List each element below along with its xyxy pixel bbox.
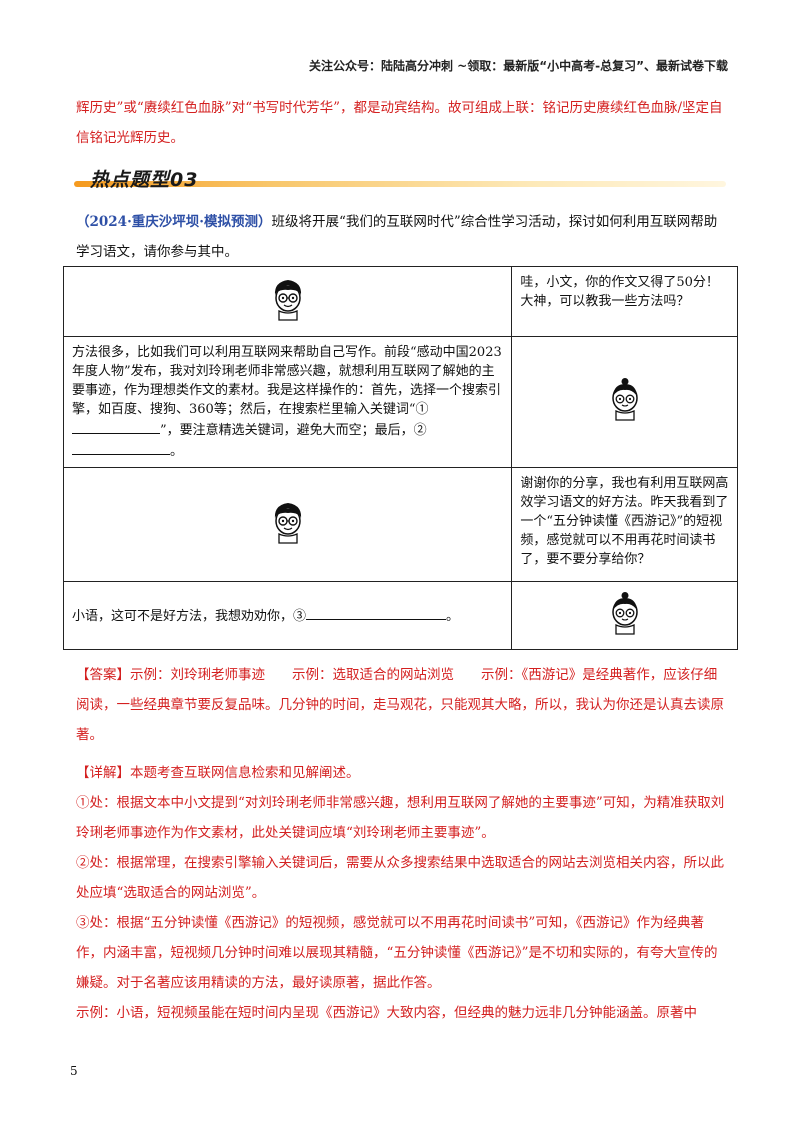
bubble-text: ”，要注意精选关键词，避免大而空；最后，② <box>160 423 427 438</box>
question-text: 班级将开展“我们的互联网时代”综合性学习活动，探讨如何利用互联网帮助学习语文，请… <box>76 214 718 260</box>
detail-intro: 【详解】本题考查互联网信息检索和见解阐述。 <box>76 758 726 788</box>
avatar-cell <box>511 336 738 468</box>
dialog-bubble: 小语，这可不是好方法，我想劝劝你，③ 。 <box>62 581 513 650</box>
bubble-text: 小语，这可不是好方法，我想劝劝你，③ <box>72 609 307 624</box>
dialog-bubble: 方法很多，比如我们可以利用互联网来帮助自己写作。前段“感动中国2023年度人物”… <box>62 336 513 468</box>
avatar-cell <box>62 467 513 582</box>
detail-paragraph-4: 示例：小语，短视频虽能在短时间内呈现《西游记》大致内容，但经典的魅力远非几分钟能… <box>76 1005 697 1021</box>
bubble-text: 。 <box>446 609 460 624</box>
section-title: 热点题型03 <box>90 169 199 191</box>
bubble-text: 方法很多，比如我们可以利用互联网来帮助自己写作。前段“感动中国2023年度人物”… <box>72 345 502 417</box>
question-intro: （2024·重庆沙坪坝·模拟预测）班级将开展“我们的互联网时代”综合性学习活动，… <box>76 207 726 267</box>
dialog-row: 小语，这可不是好方法，我想劝劝你，③ 。 <box>62 581 738 650</box>
page-number: 5 <box>70 1064 78 1078</box>
section-heading: 热点题型03 <box>74 163 726 193</box>
blank-3 <box>306 605 447 620</box>
avatar-cell <box>62 266 513 337</box>
blank-2 <box>72 440 170 455</box>
detail-label: 【详解】 <box>76 765 130 781</box>
girl-avatar-icon <box>611 591 638 635</box>
dialog-table: 哇，小文，你的作文又得了50分！大神，可以教我一些方法吗？ 方法很多，比如我们可… <box>62 266 738 650</box>
detail-paragraph-3: ③处：根据“五分钟读懂《西游记》的短视频，感觉就可以不用再花时间读书”可知，《西… <box>76 915 718 991</box>
dialog-row: 方法很多，比如我们可以利用互联网来帮助自己写作。前段“感动中国2023年度人物”… <box>62 336 738 468</box>
dialog-row: 谢谢你的分享，我也有利用互联网高效学习语文的好方法。昨天我看到了一个“五分钟读懂… <box>62 467 738 582</box>
dialog-row: 哇，小文，你的作文又得了50分！大神，可以教我一些方法吗？ <box>62 266 738 337</box>
avatar-cell <box>511 581 738 650</box>
heading-bar <box>74 181 726 187</box>
girl-avatar-icon <box>611 378 638 421</box>
detail-paragraph-2: ②处：根据常理，在搜索引擎输入关键词后，需要从众多搜索结果中选取适合的网站去浏览… <box>76 855 724 901</box>
boy-avatar-icon <box>274 502 301 544</box>
detail-intro-text: 本题考查互联网信息检索和见解阐述。 <box>130 765 360 781</box>
detail-paragraph-1: ①处：根据文本中小文提到“对刘玲琍老师非常感兴趣，想利用互联网了解她的主要事迹”… <box>76 795 725 841</box>
question-source: （2024·重庆沙坪坝·模拟预测） <box>76 214 272 230</box>
answer-block: 【答案】示例：刘玲琍老师事迹 示例：选取适合的网站浏览 示例：《西游记》是经典著… <box>76 660 726 750</box>
boy-avatar-icon <box>274 279 301 321</box>
dialog-bubble: 哇，小文，你的作文又得了50分！大神，可以教我一些方法吗？ <box>511 266 738 337</box>
answer-text: 示例：刘玲琍老师事迹 示例：选取适合的网站浏览 示例：《西游记》是经典著作，应该… <box>76 667 724 743</box>
answer-label: 【答案】 <box>76 667 130 683</box>
dialog-bubble: 谢谢你的分享，我也有利用互联网高效学习语文的好方法。昨天我看到了一个“五分钟读懂… <box>511 467 738 582</box>
page-header: 关注公众号：陆陆高分冲刺 ~领取：最新版“小中高考-总复习”、最新试卷下载 <box>309 59 728 73</box>
previous-answer-text: 辉历史”或“赓续红色血脉”对“书写时代芳华”，都是动宾结构。故可组成上联：铭记历… <box>76 100 723 146</box>
bubble-text: 。 <box>170 444 184 459</box>
blank-1 <box>72 419 160 434</box>
